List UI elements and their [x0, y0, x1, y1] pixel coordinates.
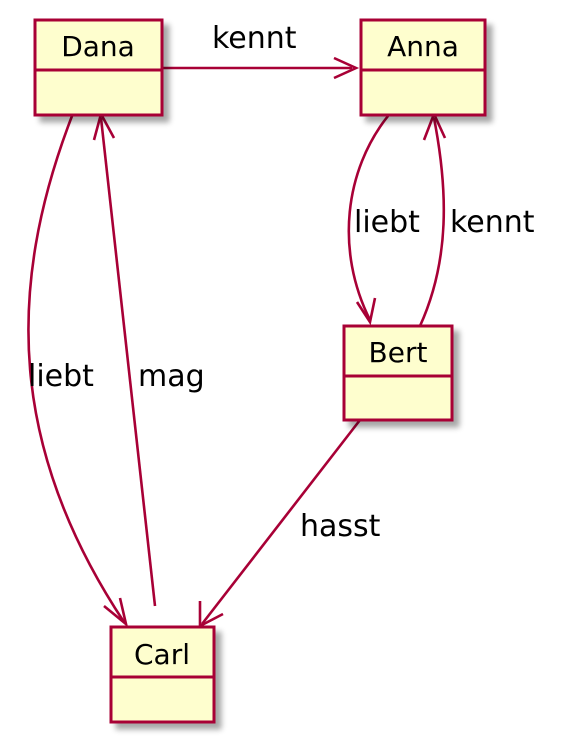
arrowhead-icon — [355, 297, 377, 326]
node-anna: Anna — [359, 18, 487, 117]
edge-label-liebt: liebt — [354, 205, 420, 240]
edge-label-kennt: kennt — [450, 205, 535, 240]
edge-label-hasst: hasst — [300, 509, 381, 544]
edge-dana-anna: kennt — [163, 21, 360, 80]
node-label: Dana — [61, 30, 135, 63]
edge-anna-bert: liebt — [347, 115, 420, 326]
edge-carl-dana: mag — [92, 110, 205, 607]
arrowhead-icon — [333, 56, 360, 80]
node-dana: Dana — [33, 18, 164, 117]
node-label: Carl — [134, 638, 190, 671]
edge-bert-carl: hasst — [198, 419, 381, 629]
edge-label-kennt: kennt — [212, 21, 297, 56]
node-bert: Bert — [342, 324, 454, 422]
node-carl: Carl — [109, 625, 216, 724]
node-label: Anna — [387, 30, 459, 63]
edge-label-mag: mag — [138, 359, 205, 394]
node-label: Bert — [369, 336, 428, 369]
edge-dana-carl: liebt — [27, 115, 129, 628]
edge-label-liebt: liebt — [28, 359, 94, 394]
edge-bert-anna: kennt — [418, 110, 535, 327]
arrowhead-icon — [103, 597, 129, 628]
